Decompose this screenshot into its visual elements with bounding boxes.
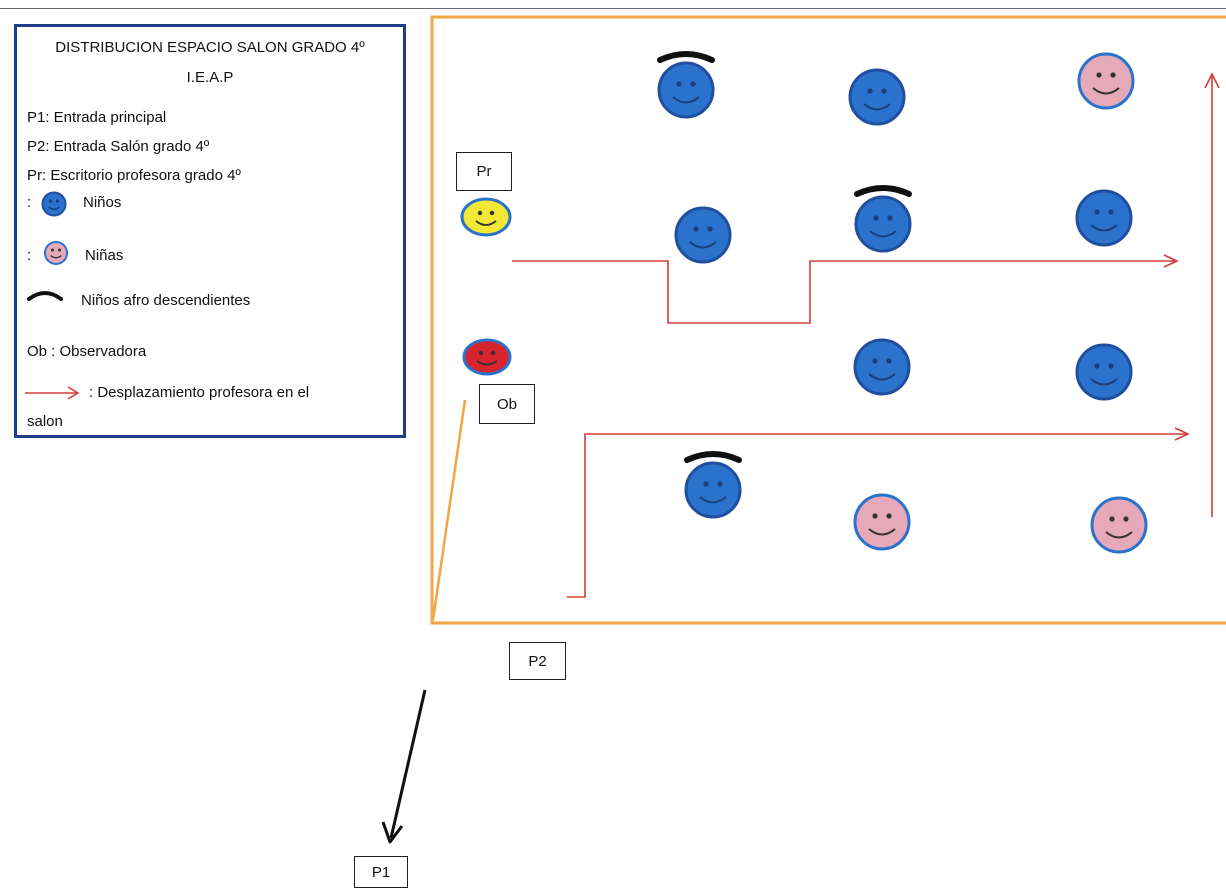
label-ob: Ob xyxy=(479,384,535,424)
student-boy-afro-2 xyxy=(854,185,912,253)
student-boy-4 xyxy=(1075,189,1133,247)
legend-boys: Niños xyxy=(83,194,122,211)
student-boy-afro-3 xyxy=(684,451,742,519)
legend-path: : Desplazamiento profesora en el xyxy=(89,384,310,401)
student-girl-3 xyxy=(1090,496,1148,554)
legend-subtitle: I.E.A.P xyxy=(186,69,234,86)
legend-ob: Ob : Observadora xyxy=(27,343,147,360)
afro-marker xyxy=(854,185,912,197)
student-girl-2 xyxy=(853,493,911,551)
boy-face-icon xyxy=(41,191,67,217)
legend-box: DISTRIBUCION ESPACIO SALON GRADO 4º I.E.… xyxy=(14,24,406,438)
teacher-path-upper xyxy=(512,260,1175,324)
label-p1: P1 xyxy=(354,856,408,888)
legend-path-cont: salon xyxy=(27,413,63,430)
label-p2: P2 xyxy=(509,642,566,680)
girl-face-icon xyxy=(44,241,68,265)
p1-arrow-head xyxy=(381,821,404,844)
afro-arc-icon xyxy=(27,291,63,301)
door-p2-line xyxy=(431,399,467,621)
legend-afro: Niños afro descendientes xyxy=(81,292,251,309)
student-boy-afro-1 xyxy=(657,51,715,119)
legend-p2: P2: Entrada Salón grado 4º xyxy=(27,138,210,155)
teacher-path-upper-head xyxy=(1163,254,1179,268)
afro-marker xyxy=(684,451,742,463)
top-rule xyxy=(0,8,1226,9)
afro-marker xyxy=(657,51,715,63)
teacher-path-right-head xyxy=(1204,72,1220,89)
student-boy-2 xyxy=(848,68,906,126)
observer-face-icon xyxy=(462,338,512,376)
legend-girls: Niñas xyxy=(85,247,124,264)
legend-boys-prefix: : xyxy=(27,194,32,211)
legend-title: DISTRIBUCION ESPACIO SALON GRADO 4º xyxy=(55,39,365,56)
label-pr: Pr xyxy=(456,152,512,191)
teacher-face-icon xyxy=(460,197,512,237)
student-boy-5 xyxy=(853,338,911,396)
legend-pr: Pr: Escritorio profesora grado 4º xyxy=(27,167,241,184)
legend-p1: P1: Entrada principal xyxy=(27,109,167,126)
student-boy-3 xyxy=(674,206,732,264)
student-boy-6 xyxy=(1075,343,1133,401)
classroom-wall xyxy=(430,15,1226,625)
p1-arrow-line xyxy=(389,689,427,839)
teacher-path-lower-head xyxy=(1174,427,1190,441)
legend-girls-prefix: : xyxy=(27,247,32,264)
path-arrow-icon xyxy=(25,386,80,400)
student-girl-1 xyxy=(1077,52,1135,110)
teacher-path-lower xyxy=(567,433,1187,598)
